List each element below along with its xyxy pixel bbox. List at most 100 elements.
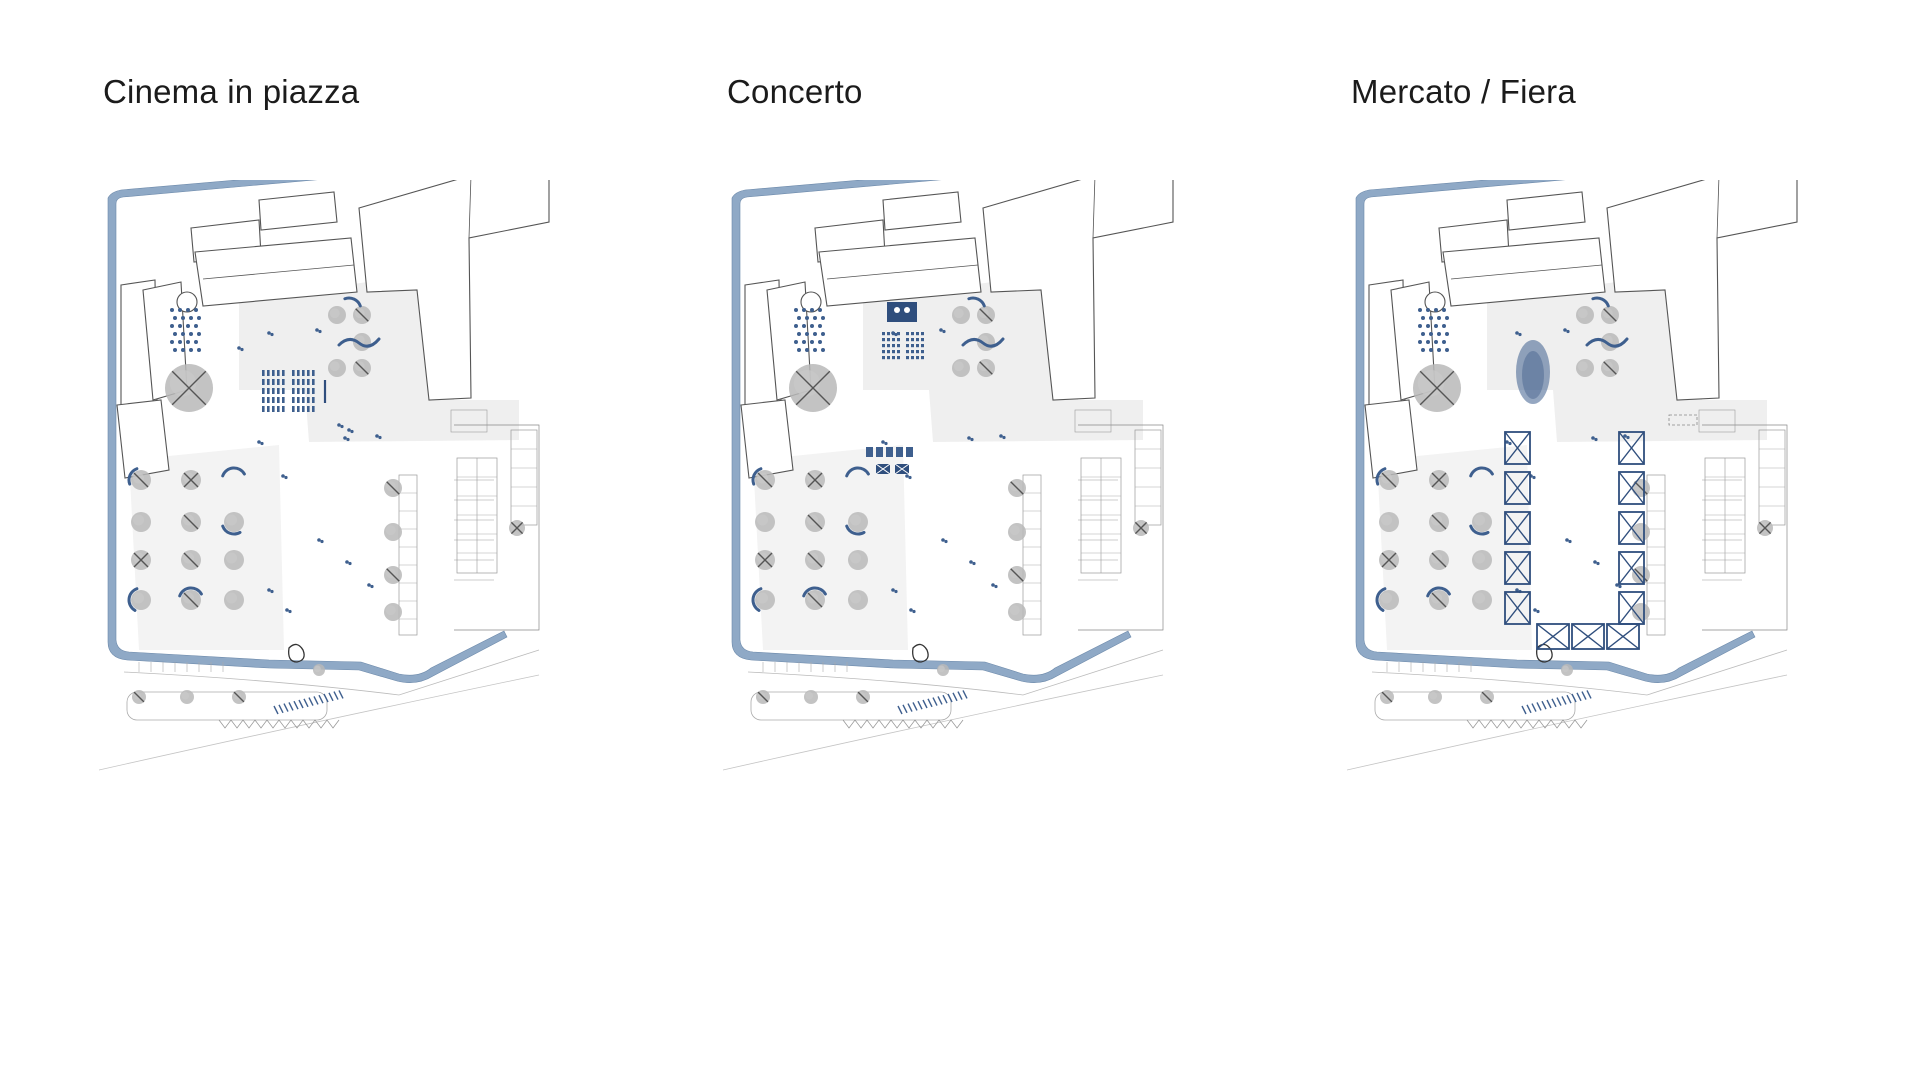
tree-icon [165, 364, 213, 412]
tree-icon [180, 690, 194, 704]
chair-icon [887, 344, 890, 348]
chair-icon [272, 388, 275, 394]
tree-icon [1008, 566, 1026, 584]
bench-icon [802, 586, 827, 598]
tree-icon [384, 523, 402, 541]
chair-icon [267, 370, 270, 376]
chair-icon [277, 379, 280, 385]
chair-icon [921, 338, 924, 342]
tree-icon [1561, 664, 1573, 676]
bar-counters [875, 463, 910, 475]
tree-icon [181, 512, 201, 532]
kiosk [912, 643, 929, 663]
chair-icon [921, 344, 924, 348]
tree-icon [755, 512, 775, 532]
chair-icon [906, 344, 909, 348]
parking [1022, 409, 1164, 636]
tree-icon [313, 664, 325, 676]
chair-icon [911, 332, 914, 336]
panel-title: Concerto [727, 73, 863, 110]
chair-icon [312, 406, 315, 412]
chair-icon [307, 406, 310, 412]
garden-seating [1375, 296, 1629, 612]
chair-icon [282, 379, 285, 385]
garden-area [129, 445, 284, 650]
chair-icon [887, 356, 890, 360]
panel-title: Mercato / Fiera [1351, 73, 1576, 110]
tower [176, 291, 198, 313]
cafe-tables [1418, 308, 1449, 352]
chair-icon [272, 370, 275, 376]
chair-icon [892, 338, 895, 342]
crowd-area [1516, 340, 1550, 404]
tree-icon [804, 690, 818, 704]
tree-icon [1008, 523, 1026, 541]
tree-icon [1632, 566, 1650, 584]
tree-icon [1472, 550, 1492, 570]
tree-icon [1632, 479, 1650, 497]
chair-icon [911, 350, 914, 354]
tree-icon [977, 359, 995, 377]
chair-icon [897, 332, 900, 336]
chair-icon [307, 397, 310, 403]
stall-icon [1504, 471, 1531, 505]
chair-icon [906, 447, 913, 457]
tree-icon [1008, 479, 1026, 497]
tree-icon [131, 550, 151, 570]
stall-icon [1504, 511, 1531, 545]
chair-icon [886, 447, 893, 457]
garden-seating [751, 296, 1005, 612]
chair-icon [262, 379, 265, 385]
bench-icon [1469, 524, 1490, 536]
chair-icon [262, 370, 265, 376]
tree-icon [1380, 690, 1394, 704]
chair-icon [882, 350, 885, 354]
tree-icon [224, 512, 244, 532]
chair-icon [892, 356, 895, 360]
scenario-concert [866, 302, 924, 475]
tree-icon [1472, 590, 1492, 610]
road [99, 643, 540, 771]
tree-icon [1379, 470, 1399, 490]
chair-icon [882, 356, 885, 360]
chair-icon [297, 370, 300, 376]
chair-icon [892, 350, 895, 354]
site-base [99, 180, 550, 771]
ramp [842, 719, 964, 729]
bench-icon [221, 524, 242, 536]
chair-icon [282, 406, 285, 412]
chair-icon [297, 388, 300, 394]
panel-cinema: Cinema in piazza [99, 0, 723, 1080]
stall-icon [1504, 551, 1531, 585]
chair-icon [876, 447, 883, 457]
building [1364, 399, 1418, 479]
building [740, 399, 794, 479]
tree-icon [856, 690, 870, 704]
kiosk [288, 643, 305, 663]
bench-icon [178, 586, 203, 598]
tree-icon [848, 512, 868, 532]
panel-market: Mercato / Fiera [1347, 0, 1920, 1080]
chair-icon [272, 406, 275, 412]
kiosk [1536, 643, 1553, 663]
chair-icon [297, 379, 300, 385]
bench-icon [1375, 467, 1387, 486]
tree-icon [1472, 512, 1492, 532]
parking [398, 409, 540, 636]
chair-icon [277, 388, 280, 394]
tree-icon [131, 590, 151, 610]
chair-icon [896, 447, 903, 457]
tree-icon [1601, 306, 1619, 324]
tree-icon [805, 550, 825, 570]
tree-icon [181, 470, 201, 490]
stall-icon [1618, 551, 1645, 585]
panel-concert: Concerto [723, 0, 1347, 1080]
tree-icon [131, 470, 151, 490]
stall-icon [1618, 471, 1645, 505]
tree-icon [328, 306, 346, 324]
bench-icon [845, 466, 870, 478]
tree-icon [353, 359, 371, 377]
chair-icon [267, 397, 270, 403]
tree-icon [805, 512, 825, 532]
tree-icon [384, 603, 402, 621]
